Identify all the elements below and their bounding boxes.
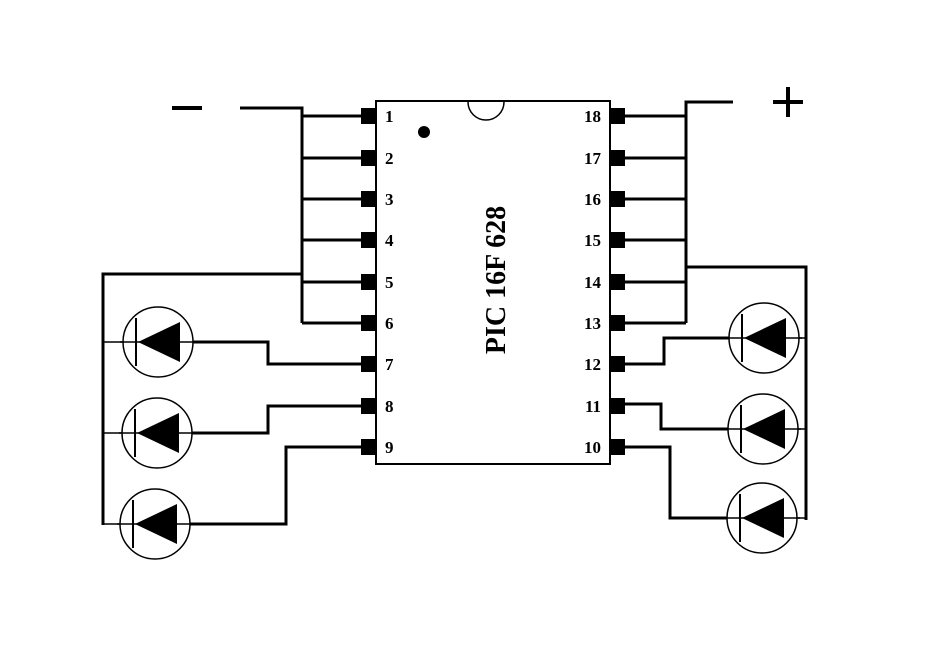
left-leds: [103, 306, 361, 560]
led-signal-wire: [625, 402, 728, 431]
pin-number-label: 9: [385, 438, 394, 457]
pin-17: 17: [584, 149, 686, 168]
pin-number-label: 6: [385, 314, 394, 333]
pin-number-label: 3: [385, 190, 394, 209]
pin-number-label: 10: [584, 438, 601, 457]
pin-pad: [610, 108, 625, 124]
pin-7: 7: [361, 355, 394, 374]
pin-number-label: 12: [584, 355, 601, 374]
led-triangle: [744, 318, 786, 358]
pin-number-label: 7: [385, 355, 394, 374]
pin-16: 16: [584, 190, 686, 209]
pin-1: 1: [302, 107, 394, 126]
pin-8: 8: [361, 397, 394, 416]
chip-label: PIC 16F 628: [481, 206, 512, 354]
negative-terminal: −: [0, 0, 202, 110]
pin-15: 15: [584, 231, 686, 250]
pin-pad: [361, 191, 376, 207]
led-left-1: [120, 306, 196, 378]
pin-number-label: 2: [385, 149, 394, 168]
led-signal-wire: [192, 404, 361, 435]
led-right-2: [725, 393, 801, 465]
led-right-3: [724, 482, 800, 554]
led-right-1: [726, 302, 802, 374]
chip-body: [375, 100, 611, 465]
pin1-dot: [418, 126, 430, 138]
pin-pad: [610, 398, 625, 414]
right-leds: [625, 302, 806, 554]
negative-rail: [101, 106, 304, 525]
pin-12: 12: [584, 355, 625, 374]
right-pins: 18 17 16 15 14 13 12 11 10: [584, 107, 686, 457]
led-triangle: [742, 498, 784, 538]
led-left-3: [117, 488, 193, 560]
pin-5: 5: [302, 273, 394, 292]
pin-number-label: 13: [584, 314, 601, 333]
pin-number-label: 16: [584, 190, 601, 209]
pin-pad: [361, 315, 376, 331]
pin-pad: [361, 439, 376, 455]
led-signal-wire: [193, 340, 361, 366]
pin-14: 14: [584, 273, 686, 292]
pin-number-label: 17: [584, 149, 602, 168]
led-triangle: [135, 504, 177, 544]
led-triangle: [138, 322, 180, 362]
positive-symbol-text: +: [0, 0, 1, 1]
pin-pad: [361, 150, 376, 166]
pin-number-label: 14: [584, 273, 602, 292]
pin-18: 18: [584, 107, 686, 126]
pin-number-label: 18: [584, 107, 601, 126]
pin-4: 4: [302, 231, 394, 250]
pin-11: 11: [585, 397, 625, 416]
pin-pad: [610, 150, 625, 166]
led-left-2: [119, 397, 195, 469]
pin-9: 9: [361, 438, 394, 457]
negative-symbol-text: −: [0, 0, 1, 1]
pin-number-label: 15: [584, 231, 601, 250]
pin-pad: [610, 356, 625, 372]
pin-pad: [361, 274, 376, 290]
pin-pad: [610, 274, 625, 290]
pin-number-label: 1: [385, 107, 394, 126]
pin-number-label: 11: [585, 397, 601, 416]
pin-pad: [610, 191, 625, 207]
chip-notch: [467, 101, 505, 121]
pin-pad: [610, 232, 625, 248]
chip: PIC 16F 628: [375, 100, 611, 465]
led-triangle: [743, 409, 785, 449]
pin-6: 6: [302, 314, 394, 333]
pin-pad: [610, 315, 625, 331]
left-pins: 1 2 3 4 5 6 7 8 9: [302, 107, 394, 457]
positive-terminal: +: [0, 0, 803, 117]
pin-number-label: 5: [385, 273, 394, 292]
led-signal-wire: [625, 445, 727, 520]
pin-pad: [610, 439, 625, 455]
pin-pad: [361, 108, 376, 124]
pin-pad: [361, 232, 376, 248]
led-signal-wire: [625, 336, 729, 366]
led-triangle: [137, 413, 179, 453]
pin-2: 2: [302, 149, 394, 168]
positive-rail: [684, 100, 808, 520]
pin-13: 13: [584, 314, 686, 333]
pin-3: 3: [302, 190, 394, 209]
pin-pad: [361, 398, 376, 414]
pin-number-label: 4: [385, 231, 394, 250]
pin-number-label: 8: [385, 397, 394, 416]
pin-pad: [361, 356, 376, 372]
pin-10: 10: [584, 438, 625, 457]
led-signal-wire: [190, 445, 361, 526]
